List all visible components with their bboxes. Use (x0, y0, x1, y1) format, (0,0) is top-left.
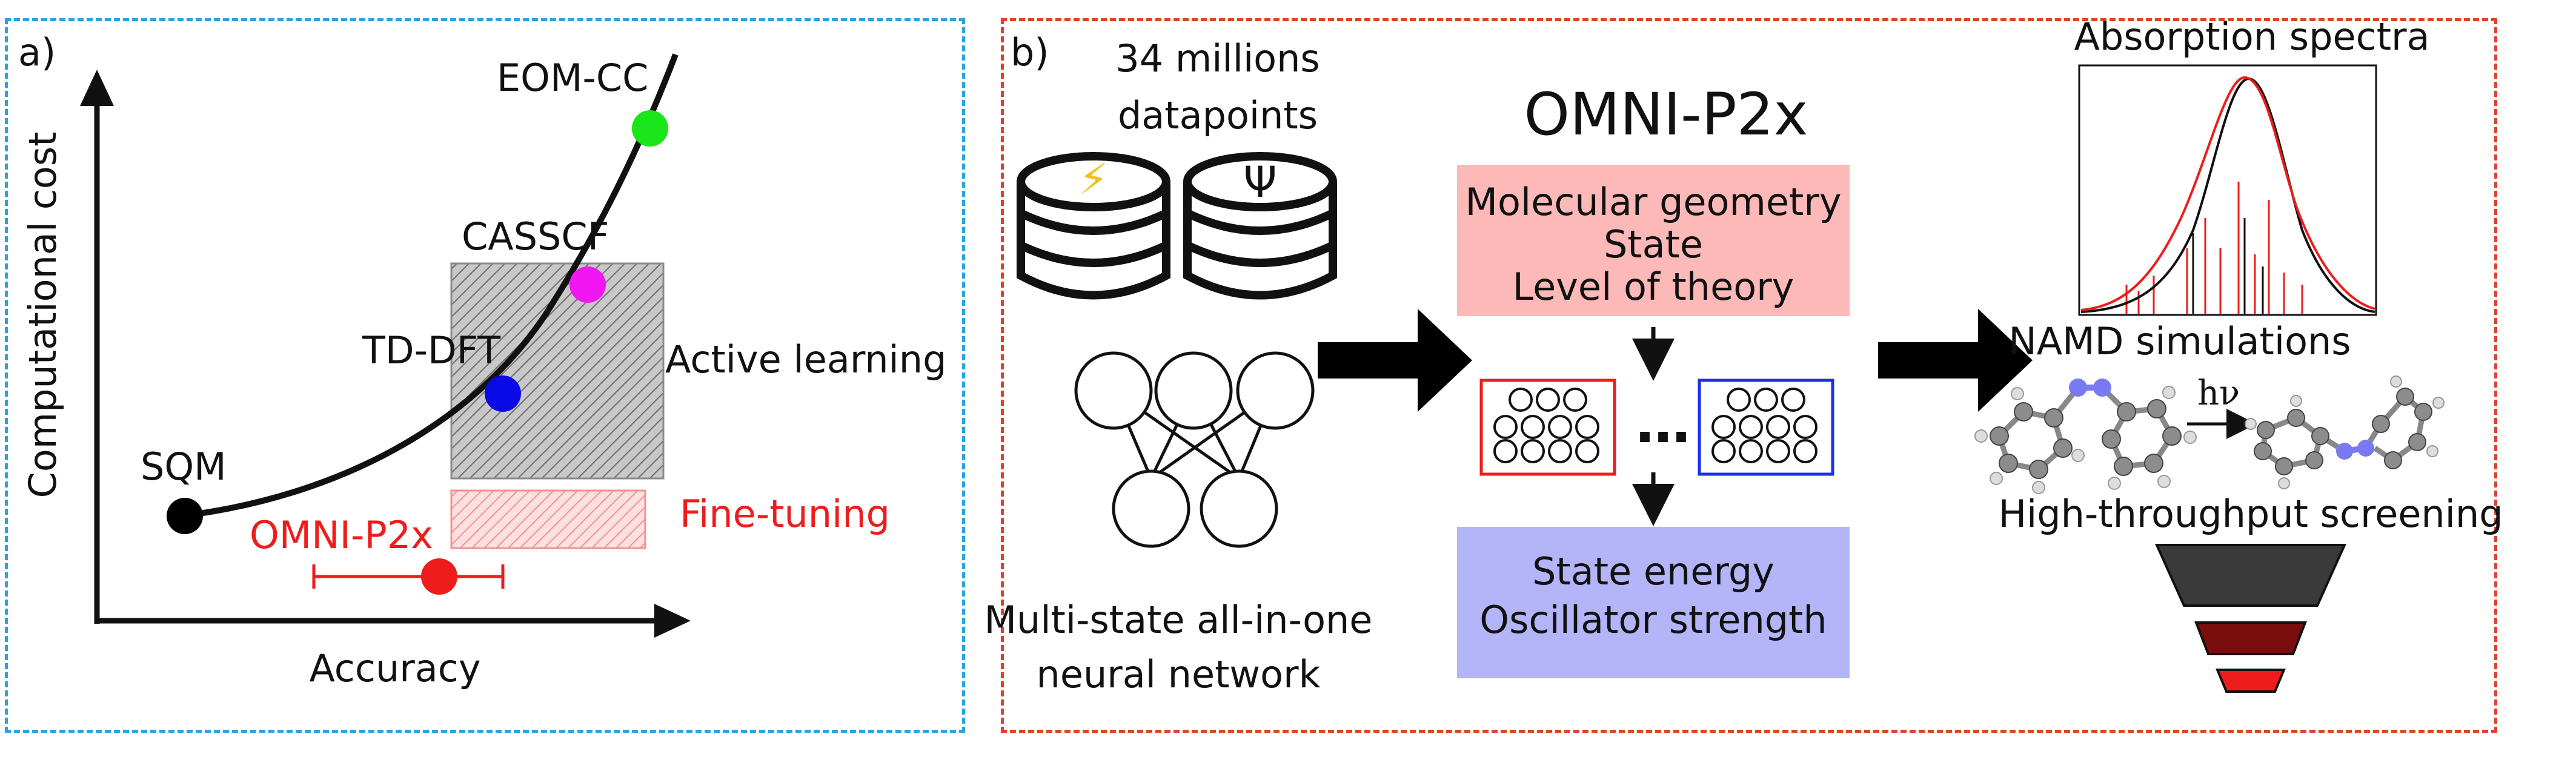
output-box (1457, 527, 1850, 678)
absorption-title: Absorption spectra (2074, 15, 2429, 59)
dataset-line-1: 34 millions (1115, 36, 1320, 81)
database-icon (1183, 152, 1337, 300)
point-omni-p2x (421, 558, 457, 595)
input-level-of-theory: Level of theory (1513, 265, 1794, 309)
neural-network-icon (1074, 351, 1315, 548)
input-state: State (1604, 222, 1703, 266)
database-icon (1017, 152, 1170, 300)
label-td-dft: TD-DFT (362, 328, 501, 372)
panel-b (1001, 18, 2497, 733)
panel-b-label: b) (1011, 30, 1049, 74)
point-sqm (167, 498, 203, 534)
namd-title: NAMD simulations (2008, 319, 2351, 363)
network-red-icon (1479, 378, 1616, 476)
flow-arrow-2 (1878, 309, 2033, 412)
fine-tuning-label: Fine-tuning (680, 492, 890, 536)
label-omni-p2x: OMNI-P2x (250, 513, 433, 557)
hv-label: hν (2197, 374, 2240, 413)
model-title: OMNI-P2x (1524, 81, 1808, 148)
point-td-dft (485, 375, 521, 412)
active-learning-label: Active learning (665, 337, 946, 382)
screening-title: High-throughput screening (1998, 492, 2503, 536)
network-blue-icon (1698, 378, 1834, 476)
azobenzene-molecule-icon (1974, 378, 2197, 494)
panel-a-label: a) (18, 30, 56, 74)
network-line-2: neural network (1037, 652, 1321, 696)
point-eom-cc (632, 110, 668, 147)
fine-tuning-region (450, 489, 646, 549)
input-box (1457, 165, 1850, 316)
input-geometry: Molecular geometry (1465, 180, 1841, 224)
label-casscf: CASSCF (462, 214, 609, 259)
point-casscf (569, 266, 606, 303)
panel-a (5, 18, 965, 733)
network-line-1: Multi-state all-in-one (984, 598, 1373, 642)
label-sqm: SQM (141, 445, 227, 489)
x-axis-arrowhead (654, 604, 691, 638)
funnel-bottom (2216, 669, 2286, 693)
y-axis-arrowhead (80, 70, 114, 106)
label-eom-cc: EOM-CC (497, 56, 648, 100)
lightning-icon: ⚡ (1078, 154, 1108, 204)
cost-accuracy-curve (181, 53, 679, 519)
dataset-line-2: datapoints (1118, 93, 1318, 137)
ellipsis: … (1636, 392, 1690, 455)
funnel-top (2154, 544, 2347, 607)
azobenzene-cis-molecule-icon (2245, 375, 2445, 489)
flow-arrow-1 (1318, 309, 1472, 412)
y-axis-label: Computational cost (21, 132, 65, 498)
output-oscillator-strength: Oscillator strength (1479, 598, 1827, 642)
absorption-spectrum-plot (2078, 64, 2377, 316)
x-axis-label: Accuracy (309, 646, 480, 690)
psi-icon: Ψ (1243, 157, 1276, 207)
funnel-middle (2194, 621, 2307, 655)
output-state-energy: State energy (1532, 549, 1774, 593)
